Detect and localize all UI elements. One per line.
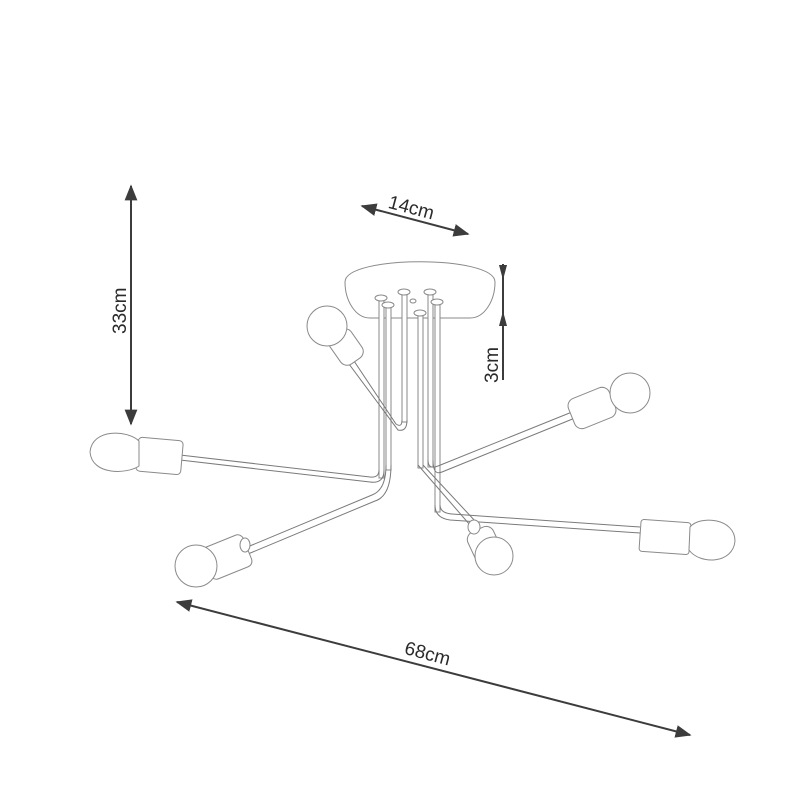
dimension-label-3cm: 3cm bbox=[482, 347, 503, 383]
bulb-right-upper bbox=[567, 372, 651, 430]
bulb-left bbox=[89, 432, 184, 476]
bulb-lower-right bbox=[638, 518, 736, 561]
bulb-lower-left bbox=[174, 534, 253, 588]
dimension-label-33cm: 33cm bbox=[110, 288, 131, 334]
bulb-upper-left bbox=[306, 305, 364, 366]
bulb-bottom-center bbox=[466, 519, 514, 576]
dimension-total-width: 68cm bbox=[175, 599, 692, 738]
dimension-total-height: 33cm bbox=[110, 184, 138, 426]
dimension-canopy-height: 3cm bbox=[482, 264, 507, 383]
dimension-label-68cm: 68cm bbox=[402, 638, 452, 670]
dimension-canopy-diameter: 14cm bbox=[360, 192, 470, 237]
vertical-stems bbox=[374, 288, 444, 513]
lamp-arms bbox=[179, 354, 641, 555]
